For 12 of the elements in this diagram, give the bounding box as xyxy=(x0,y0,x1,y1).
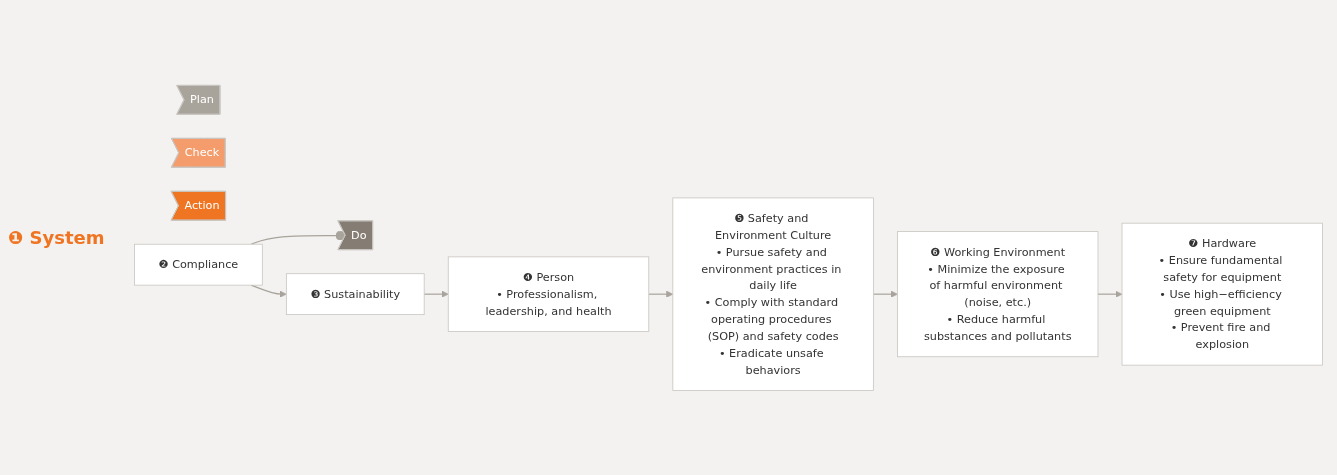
node-box: ❷ Compliance xyxy=(134,243,263,286)
node-box: ❻ Working Environment • Minimize the exposure of harmful environment (noise, etc.) • Reduce harmful substances and pollutants xyxy=(897,230,1099,357)
arrow xyxy=(423,290,449,298)
arrow xyxy=(648,290,674,298)
center-label: ❶ System xyxy=(8,227,105,248)
arrow xyxy=(1097,290,1123,298)
node-box: ❺ Safety and Environment Culture • Pursue safety and environment practices in daily life • Comply with standard operating procedures (SOP) and safety codes • Eradicate unsafe behaviors xyxy=(672,197,874,391)
node-box: ❹ Person • Professionalism, leadership, and health xyxy=(447,256,650,332)
arrow xyxy=(250,284,287,298)
arrow xyxy=(872,290,898,298)
node-box: ❼ Hardware • Ensure fundamental safety for equipment • Use high−efficiency green equipment • Prevent fire and explosion xyxy=(1121,222,1323,366)
node-box: ❸ Sustainability xyxy=(286,272,425,315)
